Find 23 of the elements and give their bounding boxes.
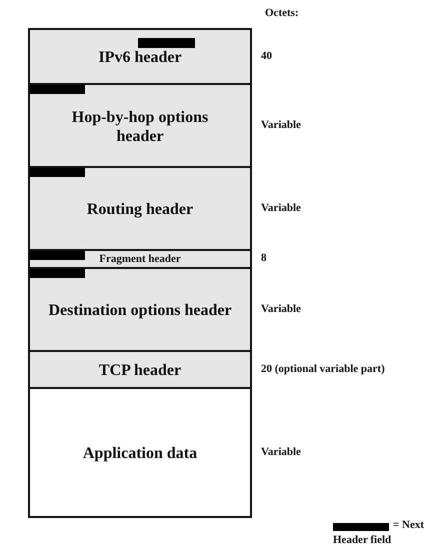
octet-count: Variable <box>261 118 301 130</box>
header-block <box>28 166 252 251</box>
legend-text: = Next Header field <box>333 518 426 548</box>
header-block <box>28 28 252 85</box>
octet-count: 40 <box>261 50 272 62</box>
octet-count: 8 <box>261 252 266 264</box>
octet-count: Variable <box>261 202 301 214</box>
header-block <box>28 350 252 389</box>
header-name: Routing header <box>86 201 194 220</box>
header-name: Destination options header <box>48 302 232 321</box>
column-heading: Octets: <box>265 7 299 19</box>
octet-count: Variable <box>261 446 301 458</box>
octet-count: 20 (optional variable part) <box>261 362 385 374</box>
header-name: IPv6 header <box>98 49 182 68</box>
header-name: Application data <box>82 445 198 464</box>
header-block <box>28 267 252 352</box>
header-name: Hop-by-hop options header <box>70 109 210 146</box>
header-block <box>28 83 252 168</box>
header-name: Fragment header <box>99 252 181 266</box>
header-block <box>28 387 252 518</box>
header-block <box>28 249 252 269</box>
octet-count: Variable <box>261 302 301 314</box>
header-name: TCP header <box>98 362 182 381</box>
